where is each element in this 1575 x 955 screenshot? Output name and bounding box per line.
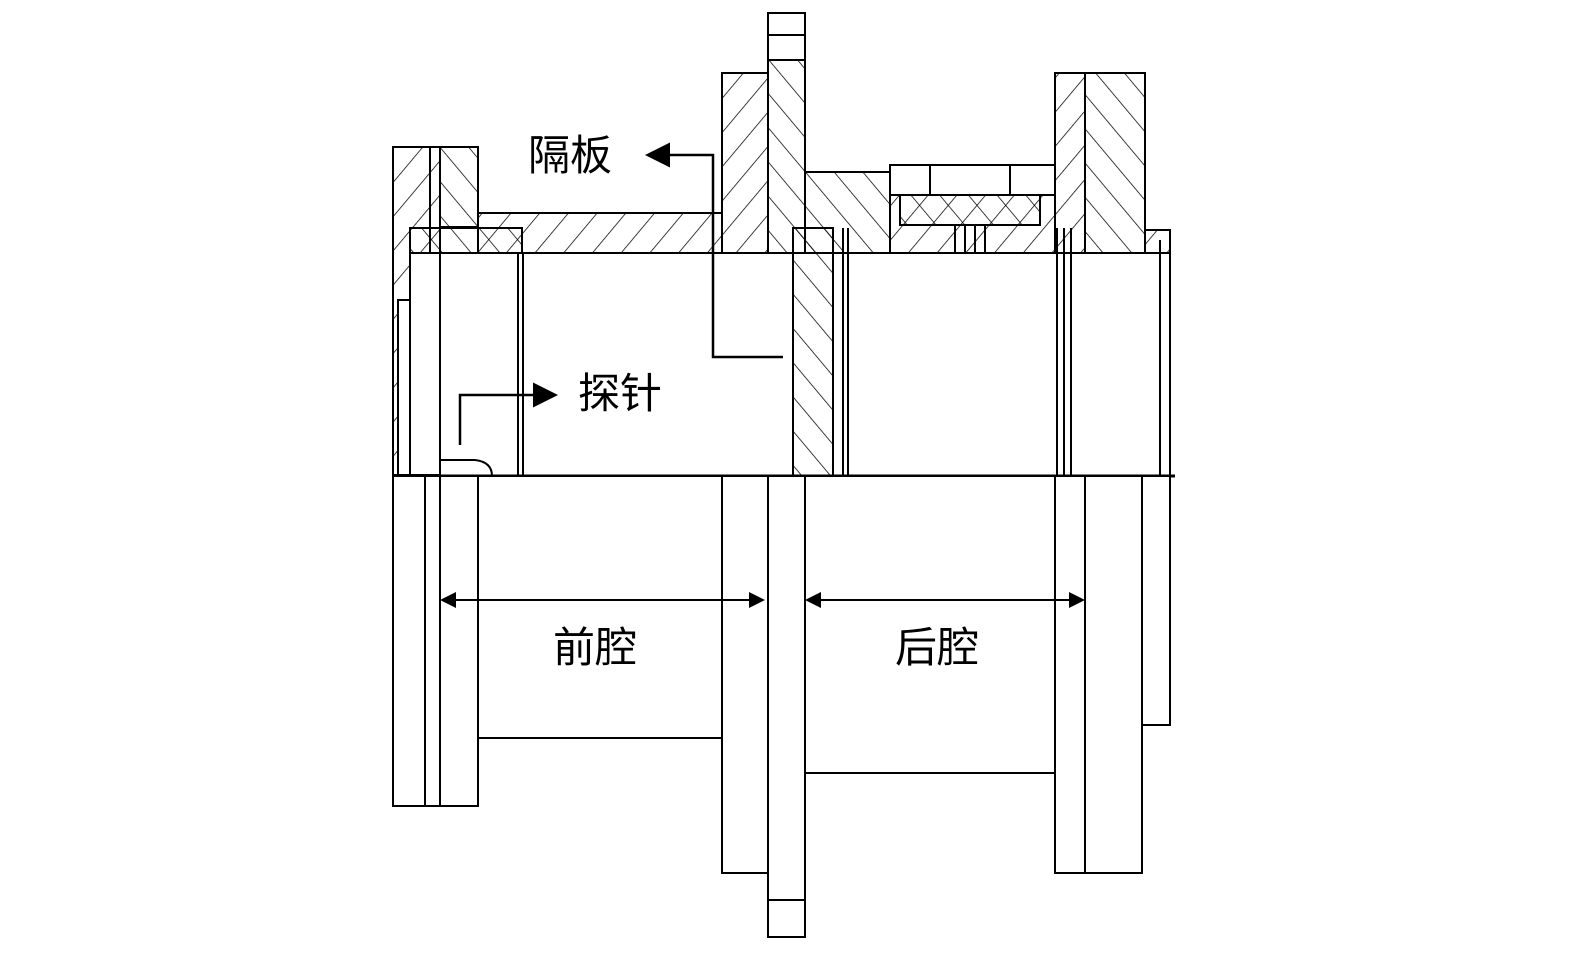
partition-plate [792,227,834,477]
partition-flange-lower [767,475,806,938]
connector-pins [954,225,986,253]
inner-lines [517,228,1171,476]
front-cavity-body [477,475,723,739]
rear-flange-b [1084,72,1146,254]
probe-label: 探针 [578,369,662,418]
lower-section [392,475,1171,938]
partition-flange-hole [767,12,806,61]
rear-cavity-label: 后腔 [895,623,979,672]
rear-end-cap [1144,229,1171,254]
front-inner-bore [409,252,441,476]
probe-leader-arrow [458,382,558,445]
probe [439,459,494,477]
front-slot [397,299,411,476]
front-flange-inner [439,146,479,228]
rear-cavity-body [804,475,1056,774]
partition-flange-upper [767,59,806,254]
front-flange-outer-lower [392,475,426,807]
upper-section [392,12,1171,477]
front-cavity-label: 前腔 [553,623,637,672]
connector-block [899,194,1041,226]
front-tube-flange [721,72,769,254]
connector-window [929,164,1011,196]
partition-leader-arrow [645,142,783,359]
rear-flange-a [1054,72,1086,254]
front-tube-liner [409,227,523,254]
partition-label: 隔板 [528,131,612,180]
